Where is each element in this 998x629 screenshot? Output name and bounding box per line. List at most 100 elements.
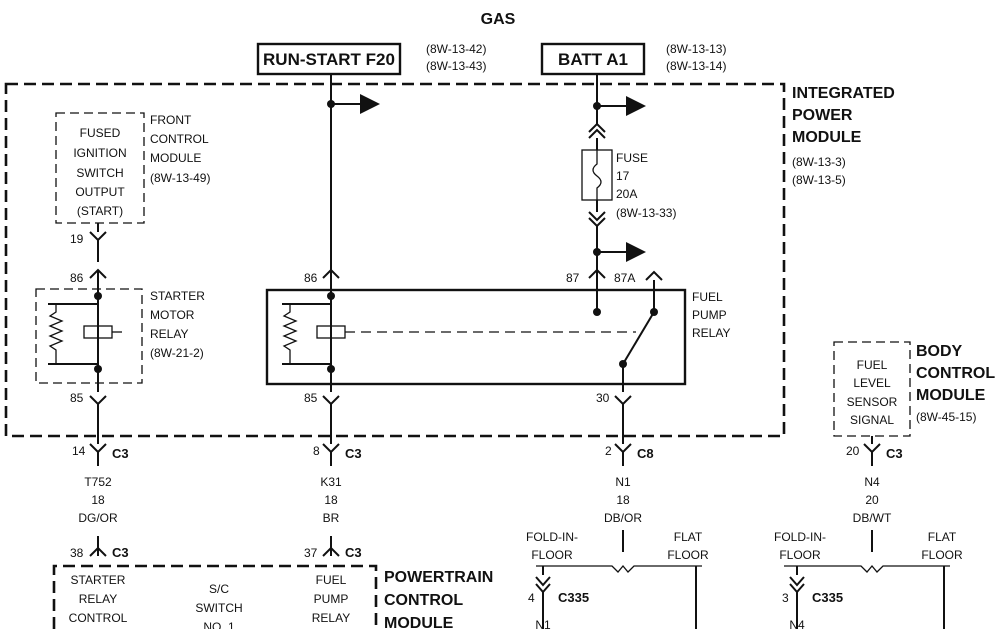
svg-text:FOLD-IN-: FOLD-IN- [774,530,826,544]
svg-text:FLAT: FLAT [674,530,703,544]
svg-text:18: 18 [91,493,105,507]
svg-text:FLOOR: FLOOR [779,548,821,562]
svg-text:C3: C3 [112,446,129,461]
svg-text:19: 19 [70,232,84,246]
svg-text:(START): (START) [77,204,123,218]
svg-text:20: 20 [865,493,879,507]
svg-text:FUSED: FUSED [80,126,121,140]
svg-text:(8W-45-15): (8W-45-15) [916,410,976,424]
fcm-box [55,112,145,224]
connector-c3-37: 37 C3 [304,536,362,560]
svg-text:FLAT: FLAT [928,530,957,544]
svg-text:DB/WT: DB/WT [853,511,892,525]
wire-n4: N4 20 DB/WT [853,475,892,525]
diagram-title: GAS [481,11,516,28]
svg-text:20A: 20A [616,187,637,201]
starter-relay-label: STARTER MOTOR RELAY (8W-21-2) [150,289,205,360]
svg-text:85: 85 [70,391,84,405]
svg-text:SENSOR: SENSOR [847,395,898,409]
svg-text:4: 4 [528,591,535,605]
svg-text:3: 3 [782,591,789,605]
svg-text:N1: N1 [535,618,551,629]
svg-text:SWITCH: SWITCH [76,166,123,180]
fuse-run-start-ref2: (8W-13-43) [426,59,486,73]
bcm-label: BODY CONTROL MODULE (8W-45-15) [916,343,995,424]
svg-text:NO. 1: NO. 1 [203,620,235,629]
svg-text:FUEL: FUEL [692,290,723,304]
fuse-run-start-ref1: (8W-13-42) [426,42,486,56]
svg-text:20: 20 [846,444,860,458]
svg-text:RELAY: RELAY [692,326,730,340]
connector-c3-14: 14 C3 [72,443,129,466]
svg-text:(8W-13-5): (8W-13-5) [792,173,846,187]
svg-text:86: 86 [304,271,318,285]
svg-text:MOTOR: MOTOR [150,308,195,322]
svg-text:17: 17 [616,169,630,183]
fuse-batt-ref2: (8W-13-14) [666,59,726,73]
svg-text:SWITCH: SWITCH [195,601,242,615]
svg-text:87: 87 [566,271,580,285]
svg-text:18: 18 [324,493,338,507]
fuse-batt: BATT A1 (8W-13-13) (8W-13-14) [540,42,726,76]
bcm-box-text: FUEL LEVEL SENSOR SIGNAL [847,358,898,427]
svg-text:POWER: POWER [792,107,853,124]
svg-text:C8: C8 [637,446,654,461]
svg-text:30: 30 [596,391,610,405]
fuel-pump-relay-coil: 85 [282,290,636,444]
ipm-boundary [4,82,786,438]
pcm-sc-switch: S/C SWITCH NO. 1 [195,582,242,629]
svg-text:BODY: BODY [916,343,963,360]
connector-c3-38: 38 C3 [70,536,129,560]
fcm-box-text: FUSED IGNITION SWITCH OUTPUT (START) [73,126,126,218]
svg-text:MODULE: MODULE [384,615,454,629]
connector-c3-20: 20 C3 [846,436,903,466]
svg-text:OUTPUT: OUTPUT [75,185,125,199]
fuel-pump-relay-box [265,288,687,386]
svg-text:FUSE: FUSE [616,151,648,165]
starter-relay-box [35,288,143,384]
svg-text:FLOOR: FLOOR [667,548,709,562]
pcm-label: POWERTRAIN CONTROL MODULE [384,569,493,629]
svg-text:DB/OR: DB/OR [604,511,642,525]
fuse-batt-label: BATT A1 [558,50,628,69]
svg-text:86: 86 [70,271,84,285]
svg-text:RELAY: RELAY [79,592,117,606]
fuel-pump-relay-switch [622,311,655,365]
svg-text:37: 37 [304,546,318,560]
svg-text:C3: C3 [345,545,362,560]
svg-text:N1: N1 [615,475,631,489]
svg-text:K31: K31 [320,475,342,489]
svg-text:C3: C3 [345,446,362,461]
pcm-boundary [52,564,378,629]
svg-text:14: 14 [72,444,86,458]
svg-text:C335: C335 [558,590,589,605]
fuse-run-start-label: RUN-START F20 [263,50,395,69]
svg-text:T752: T752 [84,475,112,489]
svg-text:RELAY: RELAY [150,327,188,341]
svg-text:85: 85 [304,391,318,405]
svg-text:MODULE: MODULE [150,151,201,165]
svg-text:MODULE: MODULE [792,129,862,146]
svg-text:(8W-13-33): (8W-13-33) [616,206,676,220]
batt-branch: FUSE 17 20A (8W-13-33) 87 87A 30 [566,74,676,444]
fuel-pump-relay-label: FUEL PUMP RELAY [692,290,730,340]
svg-text:POWERTRAIN: POWERTRAIN [384,569,493,586]
svg-text:(8W-21-2): (8W-21-2) [150,346,204,360]
svg-text:18: 18 [616,493,630,507]
svg-text:S/C: S/C [209,582,229,596]
svg-text:CONTROL: CONTROL [150,132,209,146]
svg-text:STARTER: STARTER [71,573,126,587]
svg-text:DG/OR: DG/OR [78,511,118,525]
pcm-fuel-pump-relay: FUEL PUMP RELAY [312,573,350,625]
svg-text:(8W-13-3): (8W-13-3) [792,155,846,169]
svg-text:CONTROL: CONTROL [384,592,463,609]
svg-text:C3: C3 [112,545,129,560]
svg-text:PUMP: PUMP [314,592,349,606]
svg-text:BR: BR [323,511,340,525]
wire-k31: K31 18 BR [320,475,342,525]
starter-relay-coil [48,304,64,364]
svg-text:FUEL: FUEL [857,358,888,372]
svg-text:FLOOR: FLOOR [921,548,963,562]
svg-text:CONTROL: CONTROL [916,365,995,382]
floor-option-n4: FOLD-IN- FLOOR FLAT FLOOR 3 C335 N4 [774,530,963,629]
